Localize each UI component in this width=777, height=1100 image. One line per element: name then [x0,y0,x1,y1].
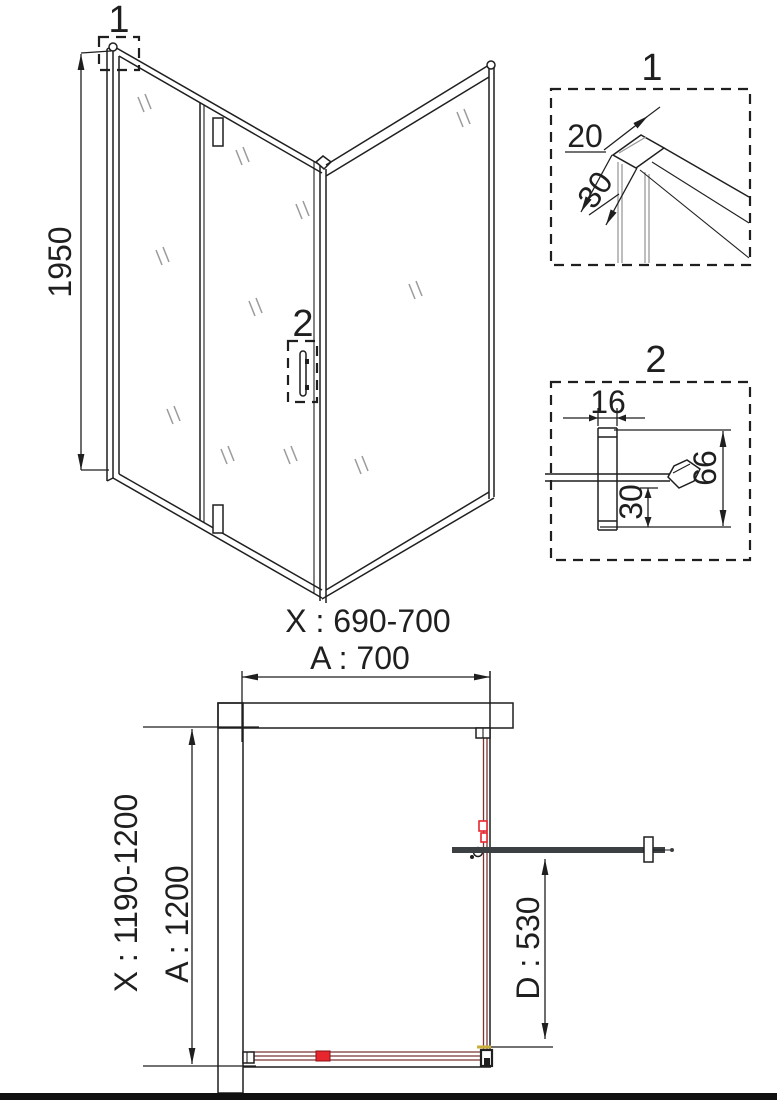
plan-depth-range-label: X : 1190-1200 [108,794,144,993]
detail-2-title: 2 [645,339,666,381]
door-glass-panel-plan [482,737,488,1049]
plan-width-dimension: A : 700 [241,640,490,742]
handle-knob [667,459,701,489]
side-panel [321,60,496,600]
isometric-view: 1 1950 [42,0,496,639]
corner-post [314,155,333,603]
glass-clamp [315,1050,331,1062]
detail-2-dim-16-label: 16 [590,384,626,420]
plan-view: A : 700 X : 1190-1200 A : 1200 [108,640,674,1094]
door-hinge-plan-2 [480,832,488,843]
detail-2-dim-30-label: 30 [613,484,649,520]
plan-depth-dimension: X : 1190-1200 A : 1200 [108,726,259,1067]
detail-2-dim-66-label: 66 [687,450,723,486]
door-pivot-pin [470,855,474,859]
door-open-position [452,836,674,863]
iso-callout-2-label: 2 [292,303,313,345]
callout-2-box [286,339,319,404]
door-leaf-open [452,847,665,853]
detail-1-view: 1 20 30 [549,47,752,267]
glass-reflections [137,93,471,475]
detail-2-dim-30: 30 [613,484,658,527]
door-handle-iso [299,350,309,397]
plan-door-dimension-label: D : 530 [510,896,546,999]
wall-left [217,702,244,1094]
door-hinge-bottom [212,504,224,534]
door-hinge-top [212,117,224,147]
detail-1-dim-20: 20 [565,106,661,154]
top-corner-cap [108,42,118,52]
wall-top [217,702,514,729]
detail-2-box [549,380,752,562]
side-glass-panel-plan [250,1051,484,1061]
detail-1-dim-30: 30 [570,154,638,226]
iso-width-dimension-label: X : 690-700 [285,603,450,639]
plan-door-dimension: D : 530 [480,859,553,1048]
door-hinge-plan [478,820,488,832]
detail-2-dim-66: 66 [600,429,731,528]
wall-bracket-bottom-left [242,1051,255,1064]
plan-depth-label: A : 1200 [159,865,195,982]
detail-2-view: 2 16 [545,339,752,562]
iso-callout-1-label: 1 [108,0,129,41]
door-handle-plan [643,836,654,863]
handle-bar-section [545,459,701,489]
detail-2-dim-16: 16 [563,384,645,426]
bottom-border [0,1093,777,1100]
detail-1-title: 1 [641,47,662,89]
detail-1-dim-20-label: 20 [567,118,603,154]
detail-1-dim-30-label: 30 [570,165,620,215]
side-panel-corner-cap [486,60,496,70]
front-frame [106,42,323,599]
plan-width-dimension-label: A : 700 [310,640,410,676]
iso-height-dimension: 1950 [42,50,112,471]
iso-height-dimension-label: 1950 [42,226,78,297]
handle-profile-section [597,427,618,531]
